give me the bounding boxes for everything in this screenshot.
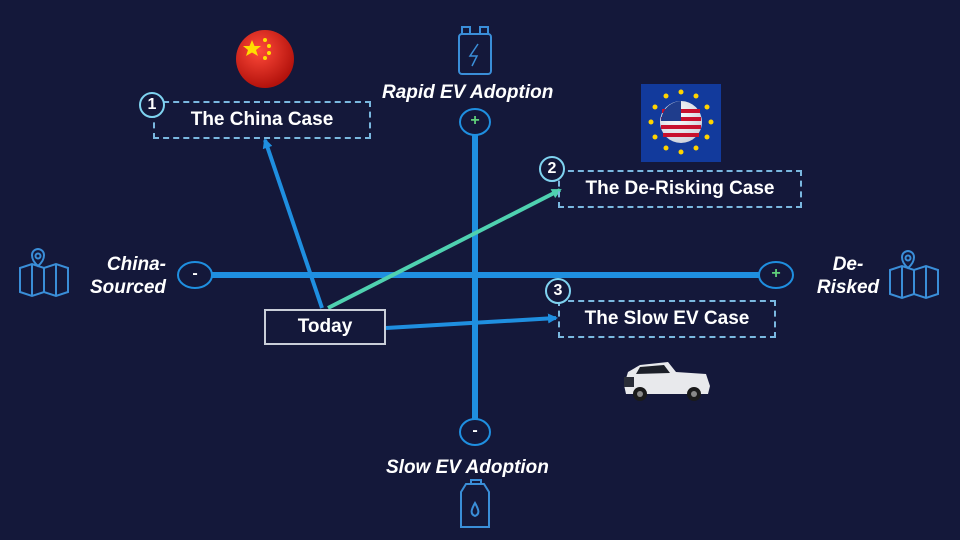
bottom-minus-sign: - bbox=[472, 422, 478, 439]
fuel-can-icon bbox=[460, 479, 490, 528]
left-axis-label-line1: China- bbox=[106, 254, 166, 275]
right-axis-label-line1: De- bbox=[832, 254, 864, 275]
top-plus-circle bbox=[459, 108, 491, 136]
right-axis-label: De- Risked bbox=[808, 253, 888, 299]
arrow-to-china-case bbox=[262, 138, 324, 309]
pickup-truck-icon bbox=[624, 362, 710, 401]
top-axis-label: Rapid EV Adoption bbox=[382, 82, 554, 103]
today-label: Today bbox=[297, 316, 353, 337]
slow-ev-case-label: The Slow EV Case bbox=[584, 308, 750, 329]
top-plus-sign: + bbox=[470, 112, 480, 129]
case-number-badge-3: 3 bbox=[545, 278, 571, 304]
right-plus-sign: + bbox=[771, 265, 781, 282]
bottom-axis-label: Slow EV Adoption bbox=[386, 457, 549, 478]
eu-us-flag-icon bbox=[641, 84, 721, 162]
derisking-case-label: The De-Risking Case bbox=[585, 178, 775, 199]
right-axis-label-line2: Risked bbox=[816, 277, 880, 298]
china-case-label: The China Case bbox=[190, 109, 334, 130]
map-pin-icon bbox=[889, 249, 939, 300]
left-minus-circle bbox=[177, 261, 213, 289]
slow-ev-case-box: The Slow EV Case bbox=[558, 300, 776, 338]
bottom-minus-circle bbox=[459, 418, 491, 446]
arrow-to-derisking-case bbox=[327, 188, 562, 310]
left-axis-label-line2: Sourced bbox=[89, 277, 166, 298]
china-flag-icon bbox=[236, 30, 294, 88]
map-pin-icon bbox=[19, 247, 69, 298]
case-number-badge-2: 2 bbox=[539, 156, 565, 182]
arrow-to-slow-ev-case bbox=[385, 313, 558, 330]
left-axis-label: China- Sourced bbox=[60, 253, 166, 299]
case-number-badge-1: 1 bbox=[139, 92, 165, 118]
china-case-box: The China Case bbox=[153, 101, 371, 139]
left-minus-sign: - bbox=[192, 265, 198, 282]
battery-icon bbox=[458, 26, 492, 75]
right-plus-circle bbox=[758, 261, 794, 289]
derisking-case-box: The De-Risking Case bbox=[558, 170, 802, 208]
today-box: Today bbox=[264, 309, 386, 345]
